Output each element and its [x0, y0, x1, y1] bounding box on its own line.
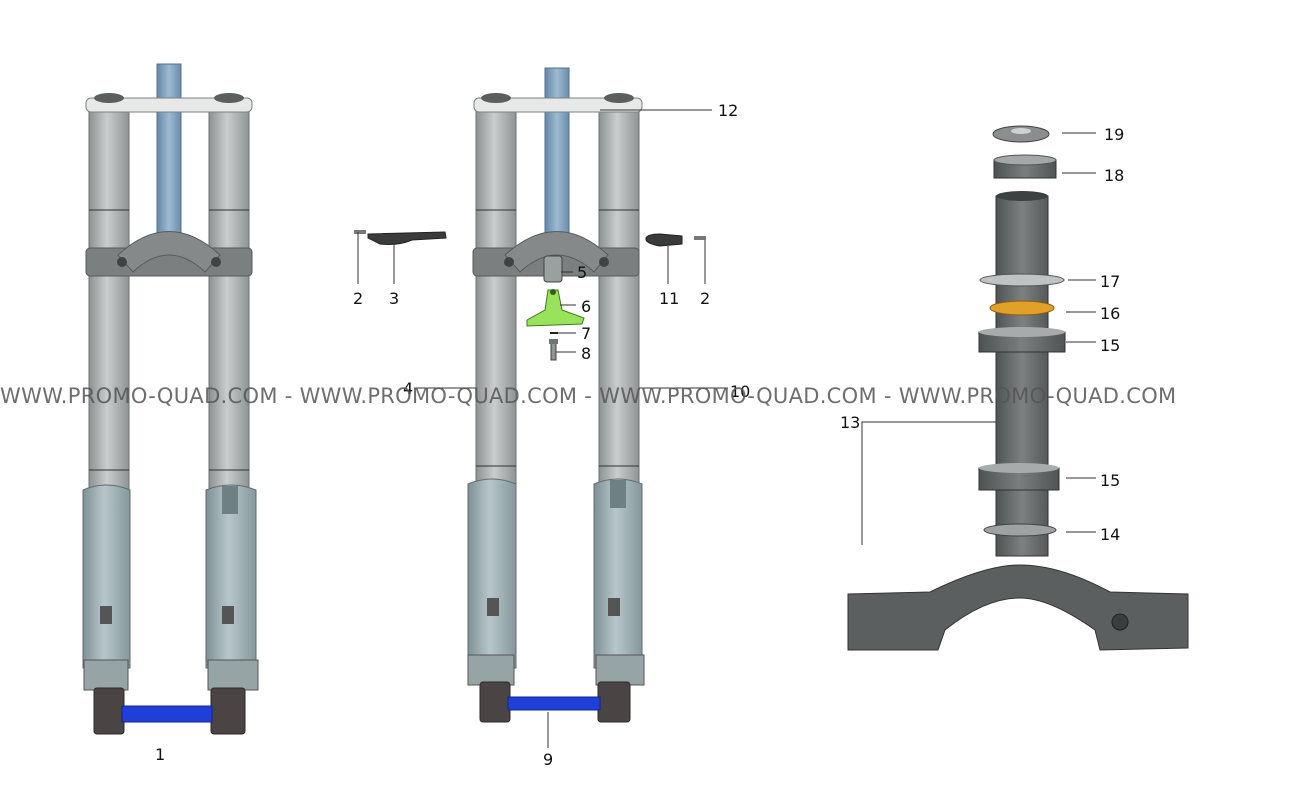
- part-5-nut: [543, 255, 563, 283]
- callout-labels: 1 2 3 4 5 6 7 8 9 10 11 2 12 13 14 15 15…: [155, 101, 1124, 769]
- part-18-nut-top: [993, 154, 1057, 166]
- fork-cap: [94, 93, 124, 103]
- clamp-bolt: [117, 257, 127, 267]
- part-8-bolt-head: [549, 339, 558, 344]
- callout-label: 6: [581, 297, 591, 316]
- steerer-tube: [544, 67, 570, 241]
- bearing-top: [979, 327, 1065, 337]
- stem-column-top: [996, 191, 1048, 201]
- callout-label: 17: [1100, 272, 1120, 291]
- stem-column: [995, 195, 1049, 557]
- part-11-guide-right: [645, 233, 683, 247]
- part-6-hole: [550, 289, 556, 295]
- callout-label: 2: [353, 289, 363, 308]
- fork-cap: [481, 93, 511, 103]
- callout-label: 15: [1100, 471, 1120, 490]
- clamp-bolt: [599, 257, 609, 267]
- axle-clamp-right: [597, 681, 631, 723]
- leg-logo: [487, 598, 499, 616]
- fork-cap: [214, 93, 244, 103]
- brake-hose-guides: [354, 230, 706, 247]
- lower-leg-left: [467, 478, 517, 669]
- part-8-bolt: [550, 341, 557, 361]
- fork-tube-right: [208, 103, 250, 490]
- callout-label: 5: [577, 263, 587, 282]
- axle-clamp-left: [479, 681, 511, 723]
- leg-guard-detail: [222, 486, 238, 514]
- fork-assembly-1: [82, 63, 259, 735]
- lower-leg-right: [593, 478, 643, 669]
- clamp-bolt: [504, 257, 514, 267]
- dropout-right: [595, 654, 645, 686]
- lower-leg-right: [205, 484, 257, 669]
- part-2-bolt-right: [694, 236, 706, 240]
- bearing-top: [979, 463, 1059, 473]
- part-3-guide-left: [367, 231, 447, 245]
- leg-logo: [608, 598, 620, 616]
- upper-triple-clamp: [473, 97, 643, 113]
- steerer-tube: [156, 63, 182, 240]
- callout-label: 16: [1100, 304, 1120, 323]
- lower-triple-clamp-13: [847, 564, 1189, 651]
- leader-lines: [357, 109, 1096, 748]
- leg-guard-detail: [610, 480, 626, 508]
- part-19-top-cap-center: [1011, 128, 1031, 134]
- axle-1: [121, 705, 213, 723]
- callout-label: 9: [543, 750, 553, 769]
- callout-label: 12: [718, 101, 738, 120]
- fork-tube-right: [598, 103, 640, 485]
- dropout-left: [83, 659, 129, 691]
- fork-cap: [604, 93, 634, 103]
- callout-label: 10: [730, 382, 750, 401]
- callout-label: 15: [1100, 336, 1120, 355]
- callout-label: 18: [1104, 166, 1124, 185]
- callout-label: 3: [389, 289, 399, 308]
- lower-leg-left: [82, 484, 131, 669]
- callout-label: 2: [700, 289, 710, 308]
- upper-triple-clamp: [85, 97, 253, 113]
- axle-clamp-left: [93, 687, 125, 735]
- lower-clamp-arch: [117, 231, 221, 273]
- fork-tube-left: [475, 103, 517, 485]
- callout-label: 13: [840, 413, 860, 432]
- leg-logo: [100, 606, 112, 624]
- fork-assembly-2: [467, 67, 645, 723]
- dropout-right: [207, 659, 259, 691]
- part-16-bearing: [989, 300, 1055, 316]
- lower-clamp-arch: [504, 231, 609, 273]
- part-17-seal: [979, 273, 1065, 287]
- leg-logo: [222, 606, 234, 624]
- fork-tube-left: [88, 103, 130, 490]
- callout-label: 7: [581, 324, 591, 343]
- callout-label: 19: [1104, 125, 1124, 144]
- callout-label: 8: [581, 344, 591, 363]
- axle-9: [507, 696, 601, 711]
- callout-label: 4: [403, 379, 413, 398]
- part-6-bracket: [526, 289, 585, 327]
- callout-label: 11: [659, 289, 679, 308]
- part-2-bolt-left: [354, 230, 366, 234]
- clamp-bolt: [211, 257, 221, 267]
- steering-stem-assembly: [847, 125, 1189, 651]
- axle-clamp-right: [210, 687, 246, 735]
- part-14-seal: [983, 523, 1057, 537]
- stem-clamp-bolt: [1111, 613, 1129, 631]
- dropout-left: [467, 654, 515, 686]
- callout-label: 14: [1100, 525, 1120, 544]
- callout-label: 1: [155, 745, 165, 764]
